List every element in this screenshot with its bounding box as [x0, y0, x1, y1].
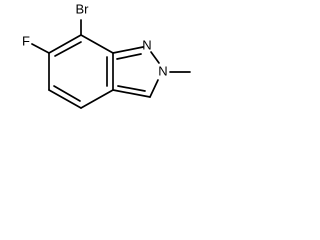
bond-c6-f	[31, 43, 50, 54]
bond-c6-c7-inner	[54, 41, 82, 57]
bond-c3-c3a	[112, 89, 151, 98]
bond-c4-c5-inner	[53, 85, 81, 102]
molecule-structure: Br F N N	[22, 1, 191, 109]
bond-n1-n2	[150, 51, 160, 64]
bond-c7a-n1-inner	[116, 53, 142, 60]
bond-c6-c7	[48, 34, 82, 54]
pyrazole-ring	[112, 46, 160, 98]
benzene-ring	[48, 34, 114, 109]
bond-n2-c3	[149, 79, 159, 98]
bromine-label: Br	[76, 1, 90, 16]
nitrogen-1-label: N	[142, 37, 151, 52]
bond-c7-c7a	[80, 34, 114, 54]
bond-c3a-c4	[80, 89, 114, 109]
nitrogen-2-label: N	[158, 63, 167, 78]
bond-c4-c5	[48, 89, 82, 109]
fluorine-label: F	[22, 33, 30, 48]
bond-c3-c3a-inner	[117, 85, 146, 92]
bond-c7a-n1	[112, 46, 144, 54]
